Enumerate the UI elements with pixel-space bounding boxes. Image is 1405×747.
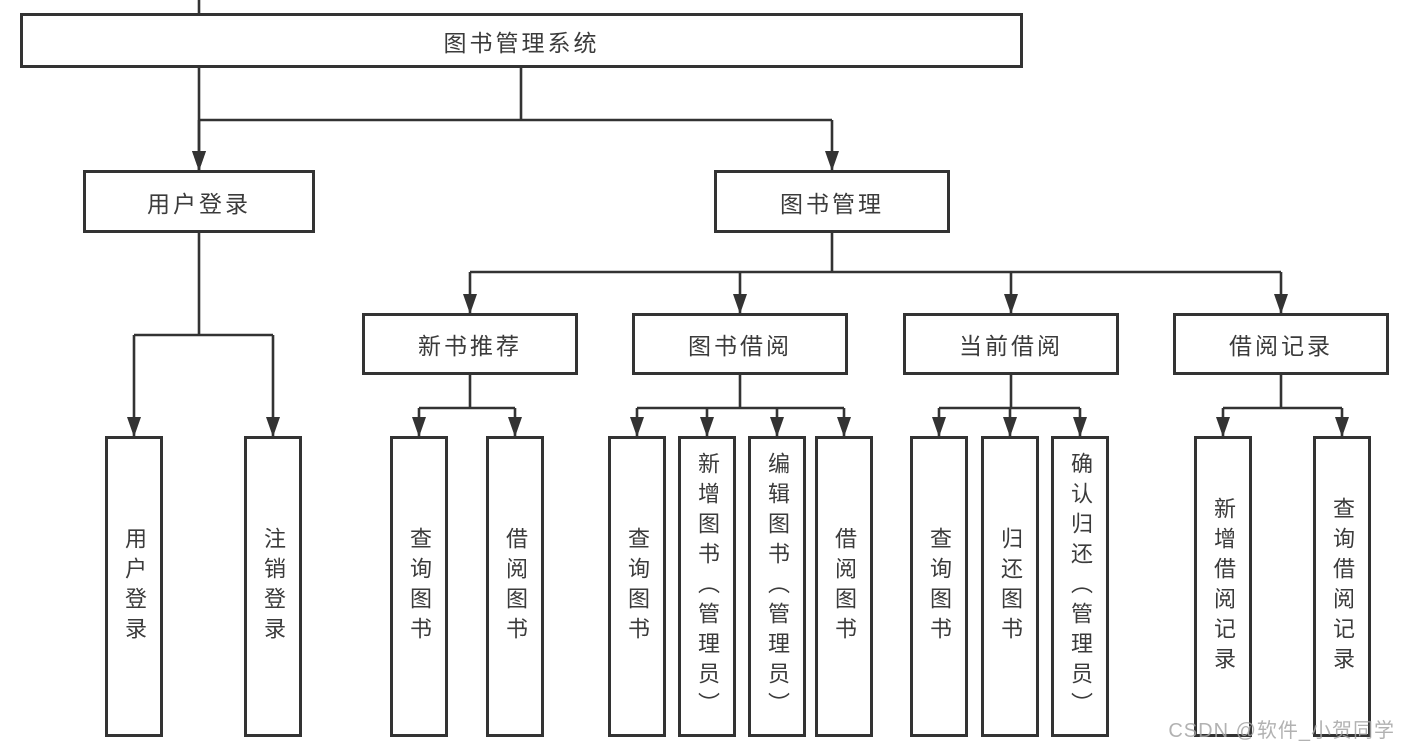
node-current-borrowing: 当前借阅 — [903, 313, 1119, 375]
leaf-logout: 注销登录 — [244, 436, 302, 737]
node-new-book-recommend: 新书推荐 — [362, 313, 578, 375]
node-label: 图书管理 — [780, 190, 884, 217]
leaf-query-books-recommend: 查询图书 — [390, 436, 448, 737]
node-label: 新增图书（管理员） — [695, 451, 720, 722]
leaf-edit-books-admin: 编辑图书（管理员） — [748, 436, 806, 737]
node-label: 借阅图书 — [503, 526, 528, 647]
node-label: 图书借阅 — [688, 333, 792, 359]
node-label: 当前借阅 — [959, 333, 1063, 359]
node-label: 注销登录 — [261, 526, 286, 647]
node-library-system-root: 图书管理系统 — [20, 13, 1023, 68]
node-label: 用户登录 — [122, 526, 147, 647]
node-user-login: 用户登录 — [83, 170, 315, 233]
leaf-user-login: 用户登录 — [105, 436, 163, 737]
node-label: 借阅图书 — [832, 526, 857, 647]
leaf-confirm-return-admin: 确认归还（管理员） — [1051, 436, 1109, 737]
leaf-borrow-books: 借阅图书 — [815, 436, 873, 737]
node-label: 查询图书 — [927, 526, 952, 647]
leaf-query-borrow-record: 查询借阅记录 — [1313, 436, 1371, 737]
node-label: 用户登录 — [147, 190, 251, 217]
leaf-return-books: 归还图书 — [981, 436, 1039, 737]
node-book-borrowing: 图书借阅 — [632, 313, 848, 375]
leaf-query-books-borrow: 查询图书 — [608, 436, 666, 737]
node-label: 归还图书 — [998, 526, 1023, 647]
leaf-borrow-books-recommend: 借阅图书 — [486, 436, 544, 737]
node-borrow-records: 借阅记录 — [1173, 313, 1389, 375]
node-label: 确认归还（管理员） — [1068, 451, 1093, 722]
node-label: 图书管理系统 — [443, 29, 600, 56]
node-book-management: 图书管理 — [714, 170, 950, 233]
node-label: 查询图书 — [407, 526, 432, 647]
leaf-add-books-admin: 新增图书（管理员） — [678, 436, 736, 737]
leaf-add-borrow-record: 新增借阅记录 — [1194, 436, 1252, 737]
node-label: 查询图书 — [625, 526, 650, 647]
node-label: 查询借阅记录 — [1330, 496, 1355, 677]
node-label: 新书推荐 — [418, 333, 522, 359]
leaf-query-books-current: 查询图书 — [910, 436, 968, 737]
node-label: 新增借阅记录 — [1211, 496, 1236, 677]
node-label: 借阅记录 — [1229, 333, 1333, 359]
node-label: 编辑图书（管理员） — [765, 451, 790, 722]
